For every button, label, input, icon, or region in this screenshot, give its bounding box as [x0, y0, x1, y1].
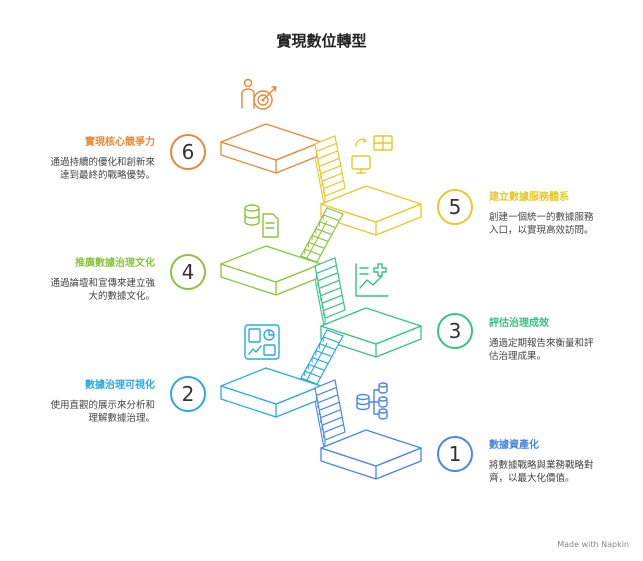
step-description: 通過持續的優化和創新來達到最終的戰略優勢。 [50, 157, 155, 181]
step-6-text: 實現核心競爭力通過持續的優化和創新來達到最終的戰略優勢。 [15, 133, 155, 182]
stairs-3-to-4 [314, 257, 346, 332]
step-5-text: 建立數據服務體系創建一個統一的數據服務入口，以實現高效訪問。 [489, 188, 629, 237]
step-title: 建立數據服務體系 [489, 192, 569, 203]
monitor-grid-icon [351, 135, 393, 174]
step-description: 創建一個統一的數據服務入口，以實現高效訪問。 [489, 212, 594, 236]
step-5-platform [320, 185, 422, 236]
person-target-icon [241, 78, 277, 110]
step-title: 數據資產化 [489, 440, 539, 451]
database-document-icon [244, 204, 279, 238]
step-6-platform [220, 123, 322, 174]
step-number-circle: 2 [170, 376, 206, 412]
step-1-text: 數據資產化將數據戰略與業務戰略對齊，以最大化價值。 [489, 436, 629, 485]
step-number-circle: 1 [437, 436, 473, 472]
dashboard-icon [244, 324, 280, 360]
step-number-circle: 5 [437, 189, 473, 225]
step-title: 數據治理可視化 [85, 380, 155, 391]
step-description: 通過論壇和宣傳來建立強大的數據文化。 [50, 278, 155, 302]
step-title: 評估治理成效 [489, 318, 549, 329]
stairs-5-to-6 [314, 135, 346, 210]
step-description: 將數據戰略與業務戰略對齊，以最大化價值。 [489, 460, 594, 484]
step-description: 通過定期報告來衡量和評估治理成果。 [489, 338, 594, 362]
step-description: 使用直觀的展示來分析和理解數據治理。 [50, 400, 155, 424]
page-title: 實現數位轉型 [276, 32, 367, 50]
step-3-platform [320, 307, 422, 358]
step-number-circle: 6 [170, 134, 206, 170]
step-title: 實現核心競爭力 [85, 137, 155, 148]
database-stack-icon [356, 382, 388, 420]
step-1-platform [320, 429, 422, 480]
step-3-text: 評估治理成效通過定期報告來衡量和評估治理成果。 [489, 314, 629, 363]
step-4-text: 推廣數據治理文化通過論壇和宣傳來建立強大的數據文化。 [15, 254, 155, 303]
step-title: 推廣數據治理文化 [75, 258, 155, 269]
stairs-1-to-2 [314, 379, 346, 454]
step-2-text: 數據治理可視化使用直觀的展示來分析和理解數據治理。 [15, 376, 155, 425]
step-number-circle: 3 [437, 313, 473, 349]
stairs-4-to-5 [300, 207, 344, 270]
chart-plus-icon [355, 263, 389, 297]
step-number-circle: 4 [170, 254, 206, 290]
made-with-napkin-footer: Made with Napkin [557, 540, 629, 549]
